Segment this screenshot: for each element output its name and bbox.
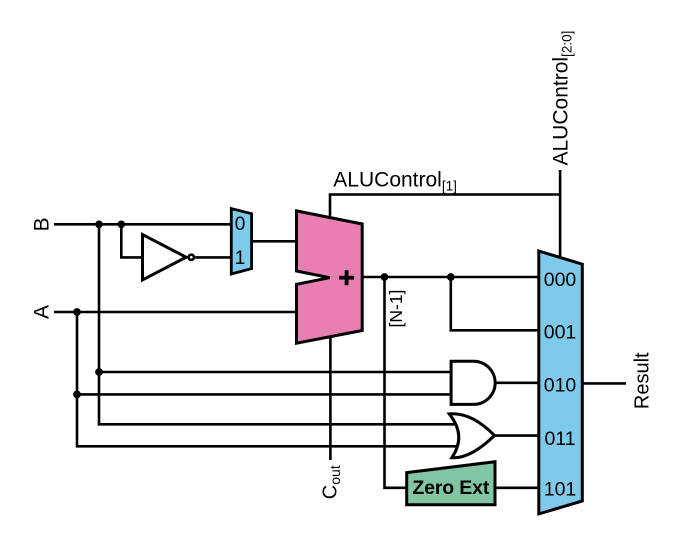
svg-text:010: 010 xyxy=(544,375,577,397)
svg-text:A: A xyxy=(30,305,53,319)
svg-text:B: B xyxy=(30,217,53,231)
svg-text:ALUControl[1]: ALUControl[1] xyxy=(333,169,457,194)
svg-text:[N-1]: [N-1] xyxy=(386,290,406,328)
svg-text:Result: Result xyxy=(632,352,654,409)
svg-text:1: 1 xyxy=(235,248,246,269)
svg-text:011: 011 xyxy=(544,428,575,450)
svg-text:001: 001 xyxy=(544,322,577,344)
svg-text:Zero Ext: Zero Ext xyxy=(412,477,489,499)
svg-text:0: 0 xyxy=(235,214,246,235)
svg-text:101: 101 xyxy=(544,479,577,501)
svg-text:000: 000 xyxy=(544,269,577,291)
